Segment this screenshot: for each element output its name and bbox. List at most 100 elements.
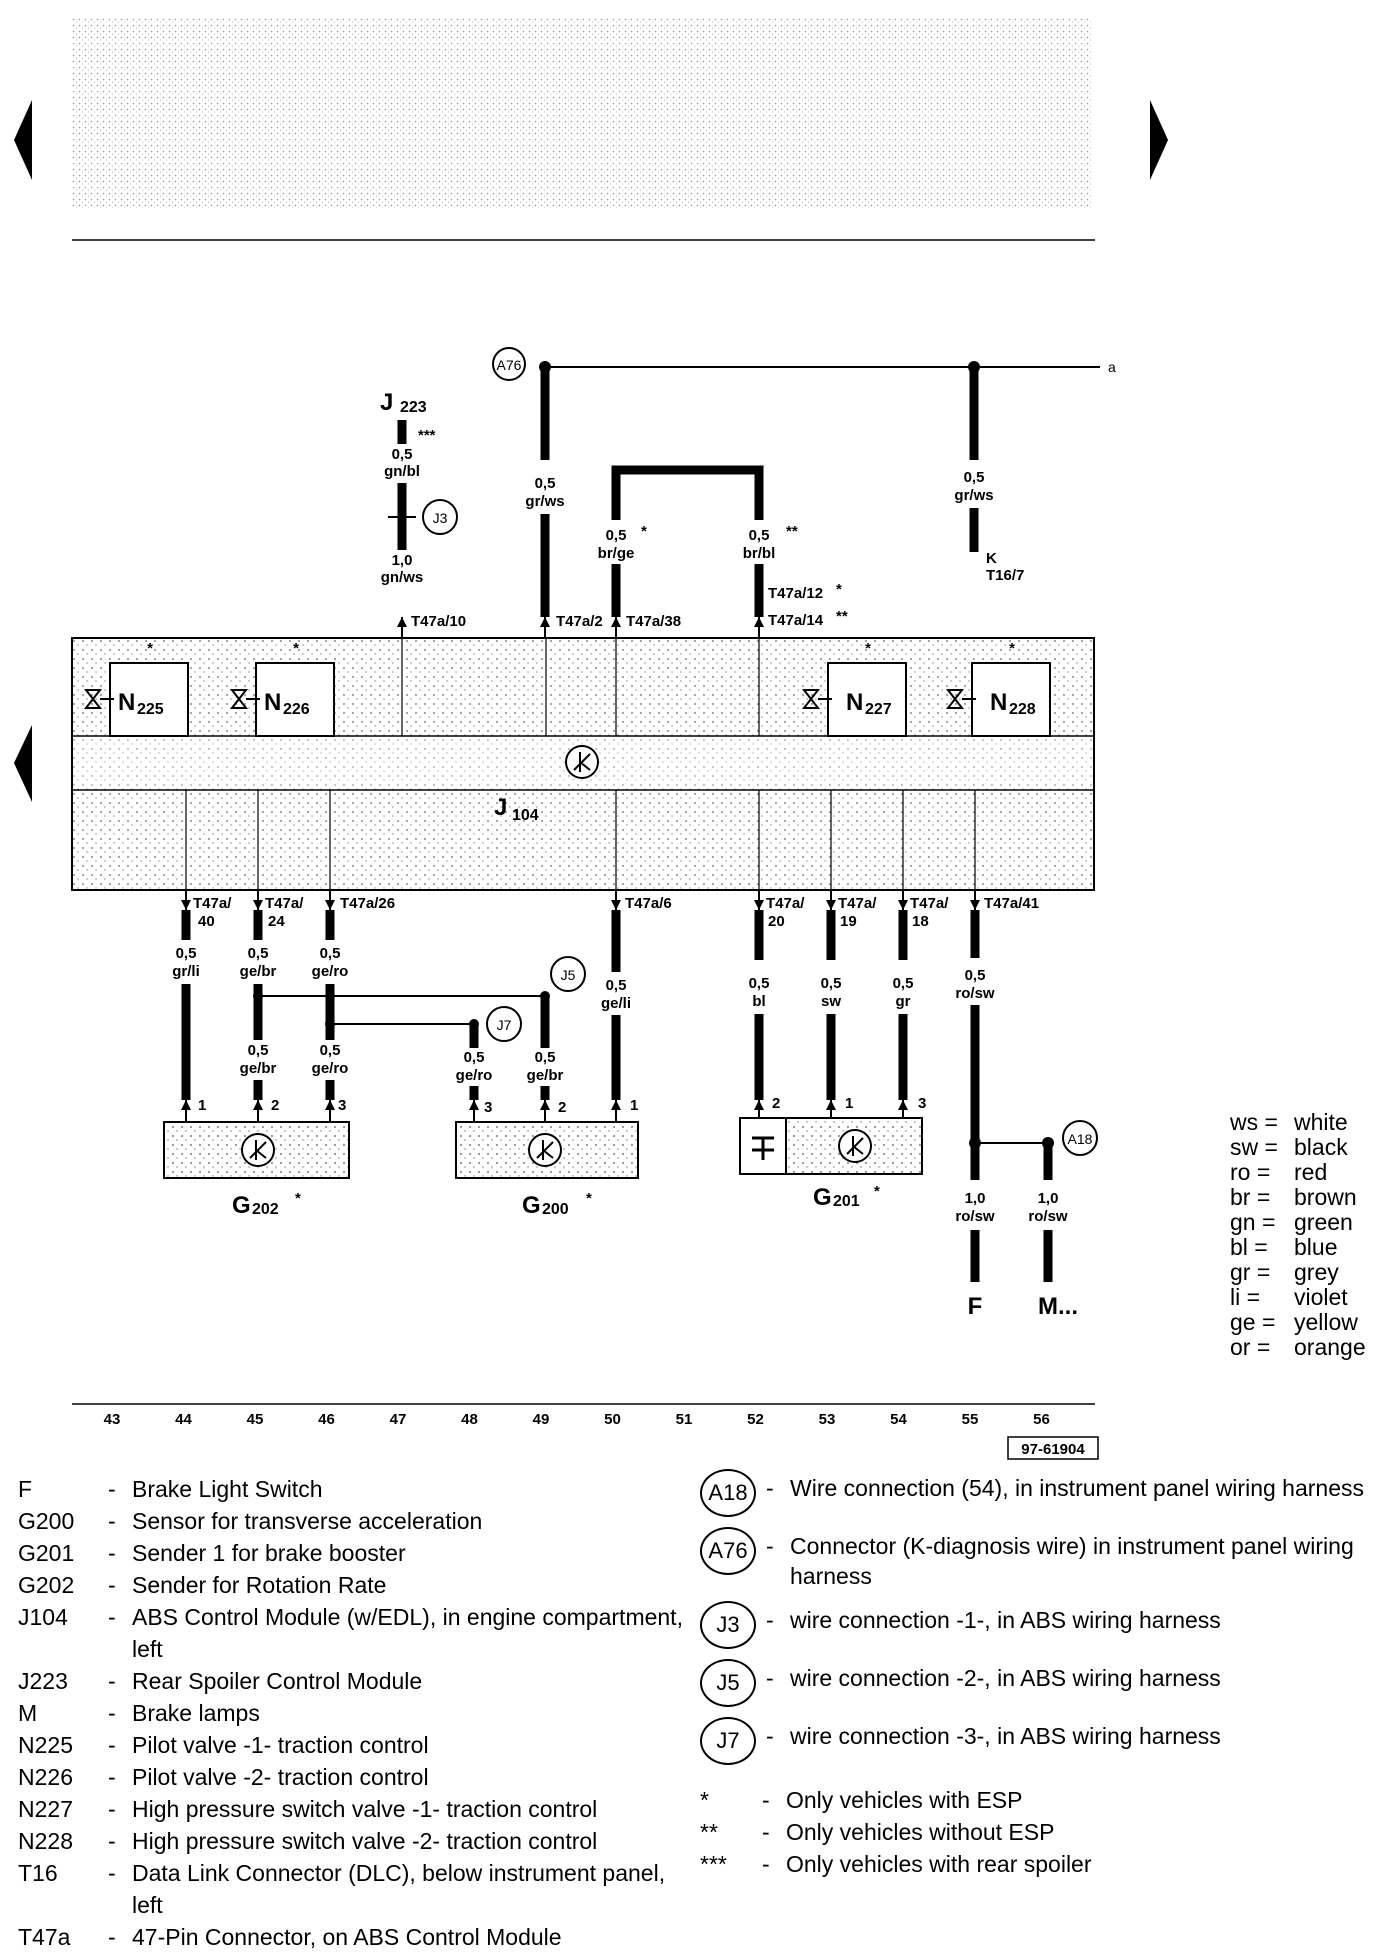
key-code: F (18, 1476, 33, 1502)
key-dash: - (108, 1476, 116, 1502)
color-name: green (1294, 1209, 1353, 1235)
color-name: brown (1294, 1184, 1357, 1210)
svg-text:19: 19 (840, 913, 857, 930)
svg-text:1: 1 (845, 1095, 853, 1112)
key-desc: Only vehicles with rear spoiler (786, 1851, 1092, 1877)
key-dash: - (766, 1475, 774, 1501)
color-name: blue (1294, 1234, 1338, 1260)
svg-text:T47a/26: T47a/26 (340, 895, 395, 912)
wire-t40: T47a/ 40 0,5 gr/li 1 (172, 890, 232, 1122)
key-row: N228-High pressure switch valve -2- trac… (18, 1825, 698, 1857)
key-desc: Rear Spoiler Control Module (132, 1668, 423, 1694)
svg-text:ge/br: ge/br (240, 963, 277, 980)
key-desc: Sender for Rotation Rate (132, 1572, 387, 1598)
svg-text:20: 20 (768, 913, 785, 930)
svg-text:gn/ws: gn/ws (381, 569, 424, 586)
grid-number: 48 (461, 1411, 478, 1428)
color-code: or = (1230, 1334, 1271, 1360)
connector-key-row: J5-wire connection -2-, in ABS wiring ha… (700, 1659, 1380, 1707)
svg-text:2: 2 (558, 1099, 566, 1116)
color-legend-row: li =violet (1230, 1285, 1366, 1310)
n227-label: N (846, 689, 863, 716)
key-desc: Only vehicles with ESP (786, 1787, 1023, 1813)
sensor-g201: G 201 * (739, 1117, 923, 1211)
wire-t41: T47a/41 0,5 ro/sw A18 1,0 ro/sw 1,0 ro/s… (955, 890, 1098, 1320)
svg-text:***: *** (418, 427, 436, 444)
color-legend-row: or =orange (1230, 1335, 1366, 1360)
key-desc: Data Link Connector (DLC), below instrum… (132, 1860, 666, 1918)
j7-terminal: J7 (497, 1017, 512, 1033)
color-name: red (1294, 1159, 1328, 1185)
svg-text:3: 3 (338, 1097, 346, 1114)
marker-symbol: *** (700, 1851, 727, 1877)
nav-right-arrow-icon[interactable] (1150, 100, 1168, 180)
key-dash: - (108, 1860, 116, 1886)
wire-t18: T47a/ 18 0,5 gr 3 (893, 890, 949, 1118)
key-desc: High pressure switch valve -2- traction … (132, 1828, 598, 1854)
svg-text:*: * (586, 1190, 592, 1207)
color-legend-row: ge =yellow (1230, 1310, 1366, 1335)
svg-text:226: 226 (283, 701, 310, 718)
svg-text:*: * (865, 640, 871, 657)
valve-n228: * N 228 (945, 640, 1051, 737)
key-row: G202-Sender for Rotation Rate (18, 1569, 698, 1601)
svg-text:ge/ro: ge/ro (312, 963, 349, 980)
svg-text:*: * (147, 640, 153, 657)
key-desc: wire connection -2-, in ABS wiring harne… (790, 1665, 1221, 1691)
key-dash: - (762, 1819, 770, 1845)
grid-number: 51 (676, 1411, 693, 1428)
key-desc: Only vehicles without ESP (786, 1819, 1055, 1845)
wire-a76-gr-ws: 0,5 gr/ws T47a/2 (525, 367, 603, 638)
g202-label: G (232, 1192, 251, 1219)
svg-text:ge/br: ge/br (527, 1067, 564, 1084)
color-code: ge = (1230, 1309, 1276, 1335)
svg-text:1: 1 (198, 1097, 206, 1114)
key-row: J223-Rear Spoiler Control Module (18, 1665, 698, 1697)
svg-text:202: 202 (252, 1201, 279, 1218)
key-row: G201-Sender 1 for brake booster (18, 1537, 698, 1569)
grid-number: 56 (1033, 1411, 1050, 1428)
key-desc: Connector (K-diagnosis wire) in instrume… (790, 1533, 1354, 1589)
key-row: G200-Sensor for transverse acceleration (18, 1505, 698, 1537)
svg-text:223: 223 (400, 399, 427, 416)
key-desc: Pilot valve -2- traction control (132, 1764, 429, 1790)
key-code: N225 (18, 1732, 73, 1758)
nav-left-arrow-icon-2[interactable] (14, 725, 32, 802)
key-dash: - (108, 1828, 116, 1854)
wire-t24: T47a/ 24 0,5 ge/br 0,5 ge/br 2 (240, 890, 304, 1122)
key-code: T16 (18, 1860, 58, 1886)
color-code: gr = (1230, 1259, 1271, 1285)
color-legend-row: br =brown (1230, 1185, 1366, 1210)
svg-text:gr/li: gr/li (172, 963, 200, 980)
key-row: M-Brake lamps (18, 1697, 698, 1729)
n228-label: N (990, 689, 1007, 716)
svg-text:ro/sw: ro/sw (955, 985, 995, 1002)
svg-text:br/ge: br/ge (598, 545, 635, 562)
color-code: ro = (1230, 1159, 1271, 1185)
key-dash: - (108, 1668, 116, 1694)
svg-text:T47a/6: T47a/6 (625, 895, 672, 912)
nav-left-arrow-icon[interactable] (14, 100, 32, 180)
color-legend-row: ro = red (1230, 1160, 1366, 1185)
svg-text:*: * (293, 640, 299, 657)
valve-n226: * N 226 (229, 640, 335, 737)
key-desc: ABS Control Module (w/EDL), in engine co… (132, 1604, 683, 1662)
key-row: T47a-47-Pin Connector, on ABS Control Mo… (18, 1921, 698, 1953)
svg-text:T47a/: T47a/ (838, 895, 877, 912)
key-desc: Sender 1 for brake booster (132, 1540, 406, 1566)
j104-sub: 104 (512, 807, 539, 824)
key-row: F-Brake Light Switch (18, 1473, 698, 1505)
key-code: T47a (18, 1924, 71, 1950)
svg-text:T47a/: T47a/ (910, 895, 949, 912)
grid-number: 47 (390, 1411, 407, 1428)
grid-number: 46 (318, 1411, 335, 1428)
svg-text:T47a/2: T47a/2 (556, 613, 603, 630)
svg-text:40: 40 (198, 913, 215, 930)
key-dash: - (108, 1796, 116, 1822)
marker-key-row: *-Only vehicles with ESP (700, 1785, 1380, 1815)
j3-terminal: J3 (433, 510, 448, 526)
svg-text:2: 2 (271, 1097, 279, 1114)
valve-n225: * N 225 (83, 640, 189, 737)
